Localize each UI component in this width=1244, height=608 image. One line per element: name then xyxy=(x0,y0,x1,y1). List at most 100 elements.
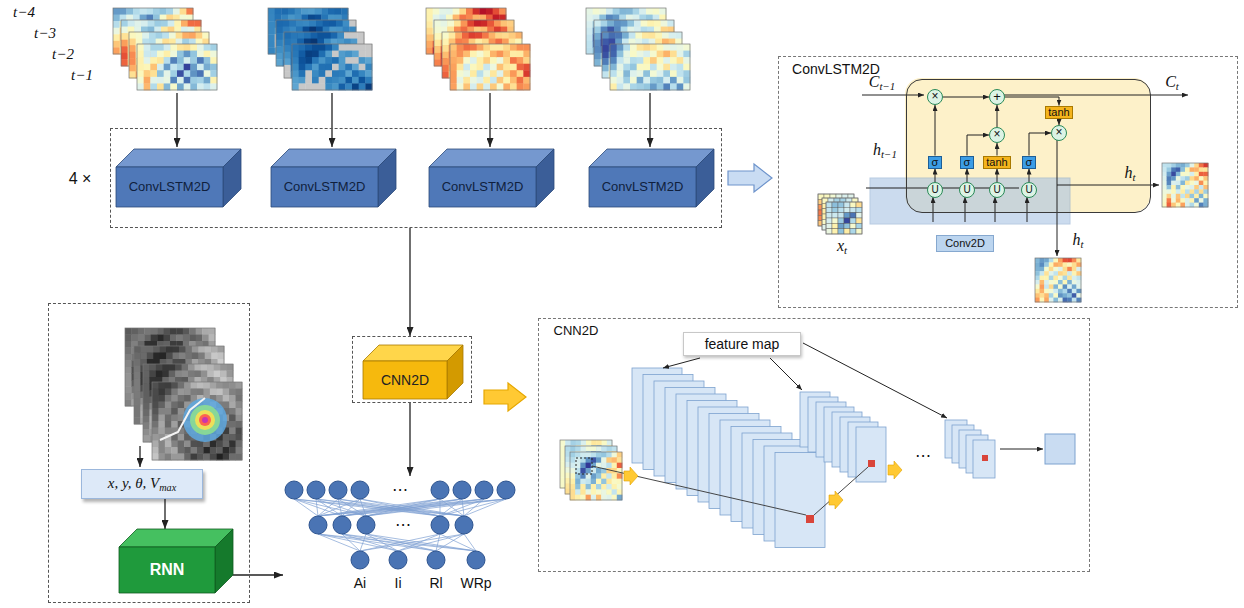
heatmap-cell xyxy=(482,32,489,39)
heatmap-cell xyxy=(141,20,148,27)
heatmap-cell xyxy=(503,83,510,90)
heatmap-cell xyxy=(144,83,151,90)
heatmap-cell xyxy=(190,64,197,71)
heatmap-cell xyxy=(150,44,157,51)
heatmap-cell xyxy=(643,64,650,71)
heatmap-cell xyxy=(164,70,171,77)
heatmap-cell xyxy=(137,64,144,71)
heatmap-cell xyxy=(457,70,464,77)
heatmap-cell xyxy=(151,328,158,335)
heatmap-cell xyxy=(196,335,203,342)
heatmap-cell xyxy=(630,83,637,90)
heatmap-cell xyxy=(171,454,178,461)
heatmap-cell xyxy=(169,371,176,378)
heatmap-cell xyxy=(197,57,204,64)
heatmap-cell xyxy=(162,364,169,371)
heatmap-cell xyxy=(170,335,177,342)
heatmap-cell xyxy=(606,8,613,15)
heatmap-cell xyxy=(152,447,159,454)
heatmap-cell xyxy=(171,395,178,402)
heatmap-cell xyxy=(191,447,198,454)
heatmap-cell xyxy=(169,364,176,371)
heatmap-cell xyxy=(474,20,481,27)
heatmap-cell xyxy=(184,447,191,454)
heatmap-cell xyxy=(490,64,497,71)
heatmap-cell xyxy=(433,8,440,15)
heatmap-cell xyxy=(171,447,178,454)
heatmap-cell xyxy=(158,415,165,422)
heatmap-cell xyxy=(268,21,275,28)
heatmap-cell xyxy=(331,32,338,39)
heatmap-frame xyxy=(284,32,364,78)
heatmap-cell xyxy=(523,77,530,84)
heatmap-cell xyxy=(152,389,159,396)
heatmap-cell xyxy=(268,15,275,22)
heatmap-cell xyxy=(490,51,497,58)
heatmap-cell xyxy=(602,52,609,59)
heatmap-cell xyxy=(152,415,159,422)
heatmap-cell xyxy=(470,70,477,77)
heatmap-frame xyxy=(292,44,372,90)
heatmap-frame xyxy=(143,364,233,442)
heatmap-cell xyxy=(617,70,624,77)
heatmap-cell xyxy=(442,52,449,59)
input-arrow xyxy=(176,93,177,147)
heatmap-cell xyxy=(490,57,497,64)
heatmap-cell xyxy=(647,20,654,27)
heatmap-cell xyxy=(623,83,630,90)
heatmap-cell xyxy=(650,83,657,90)
heatmap-cell xyxy=(220,364,227,371)
heatmap-cell xyxy=(637,57,644,64)
heatmap-cell xyxy=(315,8,322,15)
heatmap-cell xyxy=(143,397,150,404)
heatmap-cell xyxy=(143,429,150,436)
heatmap-cell xyxy=(610,83,617,90)
heatmap-cell xyxy=(339,70,346,77)
heatmap-cell xyxy=(134,405,141,412)
heatmap-cell xyxy=(650,51,657,58)
heatmap-cell xyxy=(663,51,670,58)
heatmap-cell xyxy=(160,353,167,360)
heatmap-cell xyxy=(197,447,204,454)
heatmap-cell xyxy=(319,83,326,90)
heatmap-cell xyxy=(292,44,299,51)
heatmap-cell xyxy=(284,32,291,39)
heatmap-cell xyxy=(312,70,319,77)
heatmap-cell xyxy=(150,64,157,71)
heatmap-cell xyxy=(497,51,504,58)
heatmap-cell xyxy=(670,64,677,71)
heatmap-cell xyxy=(635,32,642,39)
heatmap-cell xyxy=(152,454,159,461)
heatmap-cell xyxy=(162,32,169,39)
heatmap-cell xyxy=(192,353,199,360)
heatmap-cell xyxy=(442,58,449,65)
heatmap-cell xyxy=(143,416,150,423)
heatmap-cell xyxy=(176,335,183,342)
heatmap xyxy=(268,8,348,54)
heatmap-cell xyxy=(157,57,164,64)
heatmap-cell xyxy=(128,20,135,27)
heatmap-cell xyxy=(121,53,128,60)
heatmap-cell xyxy=(190,44,197,51)
heatmap-cell xyxy=(134,353,141,360)
heatmap-cell xyxy=(503,70,510,77)
heatmap-cell xyxy=(162,371,169,378)
heatmap xyxy=(137,44,217,90)
heatmap-cell xyxy=(198,346,205,353)
heatmap-cell xyxy=(602,58,609,65)
heatmap-cell xyxy=(125,341,132,348)
heatmap-cell xyxy=(434,20,441,27)
heatmap-cell xyxy=(165,441,172,448)
heatmap-cell xyxy=(629,32,636,39)
heatmap-cell xyxy=(305,57,312,64)
heatmap-cell xyxy=(497,70,504,77)
heatmap-cell xyxy=(614,20,621,27)
heatmap-cell xyxy=(633,8,640,15)
heatmap-cell xyxy=(197,44,204,51)
heatmap-cell xyxy=(359,57,366,64)
heatmap-cell xyxy=(523,70,530,77)
heatmap-cell xyxy=(630,64,637,71)
heatmap-cell xyxy=(503,57,510,64)
heatmap-cell xyxy=(646,8,653,15)
heatmap-cell xyxy=(138,335,145,342)
